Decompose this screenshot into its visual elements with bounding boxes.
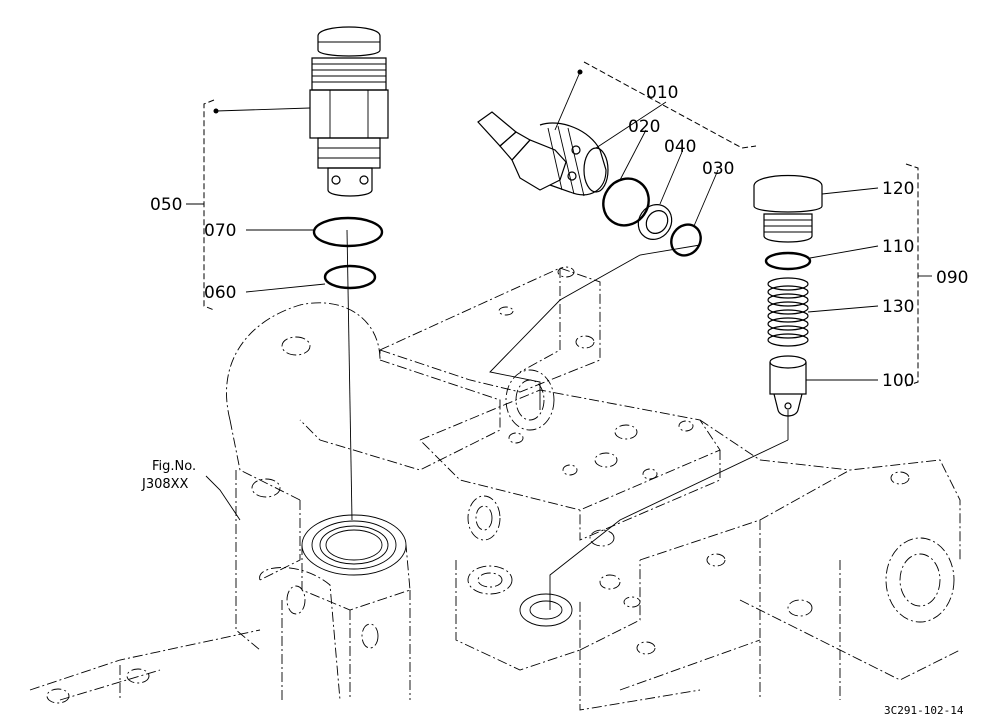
callout-030: 030: [702, 159, 734, 179]
callout-110: 110: [882, 237, 914, 257]
o-ring-030: [670, 223, 702, 257]
o-ring-060: [323, 264, 377, 290]
assembly-center-lines: [346, 229, 789, 610]
callout-labels: 010 020 040 030 050 070 060 120 110 130 …: [150, 83, 968, 391]
spring-130: [767, 277, 809, 347]
callout-010: 010: [646, 83, 678, 103]
bracket-090: [905, 163, 919, 387]
o-ring-110: [764, 251, 812, 271]
bracket-010: [554, 61, 757, 149]
valve-cartridge-010: [477, 111, 609, 197]
callout-020: 020: [628, 117, 660, 137]
plug-120: [753, 174, 823, 243]
figure-ref-line2: J308XX: [141, 477, 189, 492]
relief-valve-cartridge-050: [309, 26, 389, 197]
poppet-100: [769, 355, 807, 417]
callout-130: 130: [882, 297, 914, 317]
leader-lines: [186, 101, 932, 521]
drawing-code: 3C291-102-14: [884, 704, 964, 717]
callout-120: 120: [882, 179, 914, 199]
callout-070: 070: [204, 221, 236, 241]
o-ring-020: [602, 177, 650, 227]
callout-090: 090: [936, 268, 968, 288]
backup-ring-040: [637, 204, 673, 240]
callout-050: 050: [150, 195, 182, 215]
o-ring-070: [312, 216, 384, 248]
callout-100: 100: [882, 371, 914, 391]
callout-060: 060: [204, 283, 236, 303]
figure-ref-line1: Fig.No.: [152, 459, 196, 474]
bracket-050: [203, 99, 311, 311]
callout-040: 040: [664, 137, 696, 157]
figure-reference: Fig.No. J308XX: [141, 459, 196, 492]
valve-housing-outline: [29, 266, 961, 711]
